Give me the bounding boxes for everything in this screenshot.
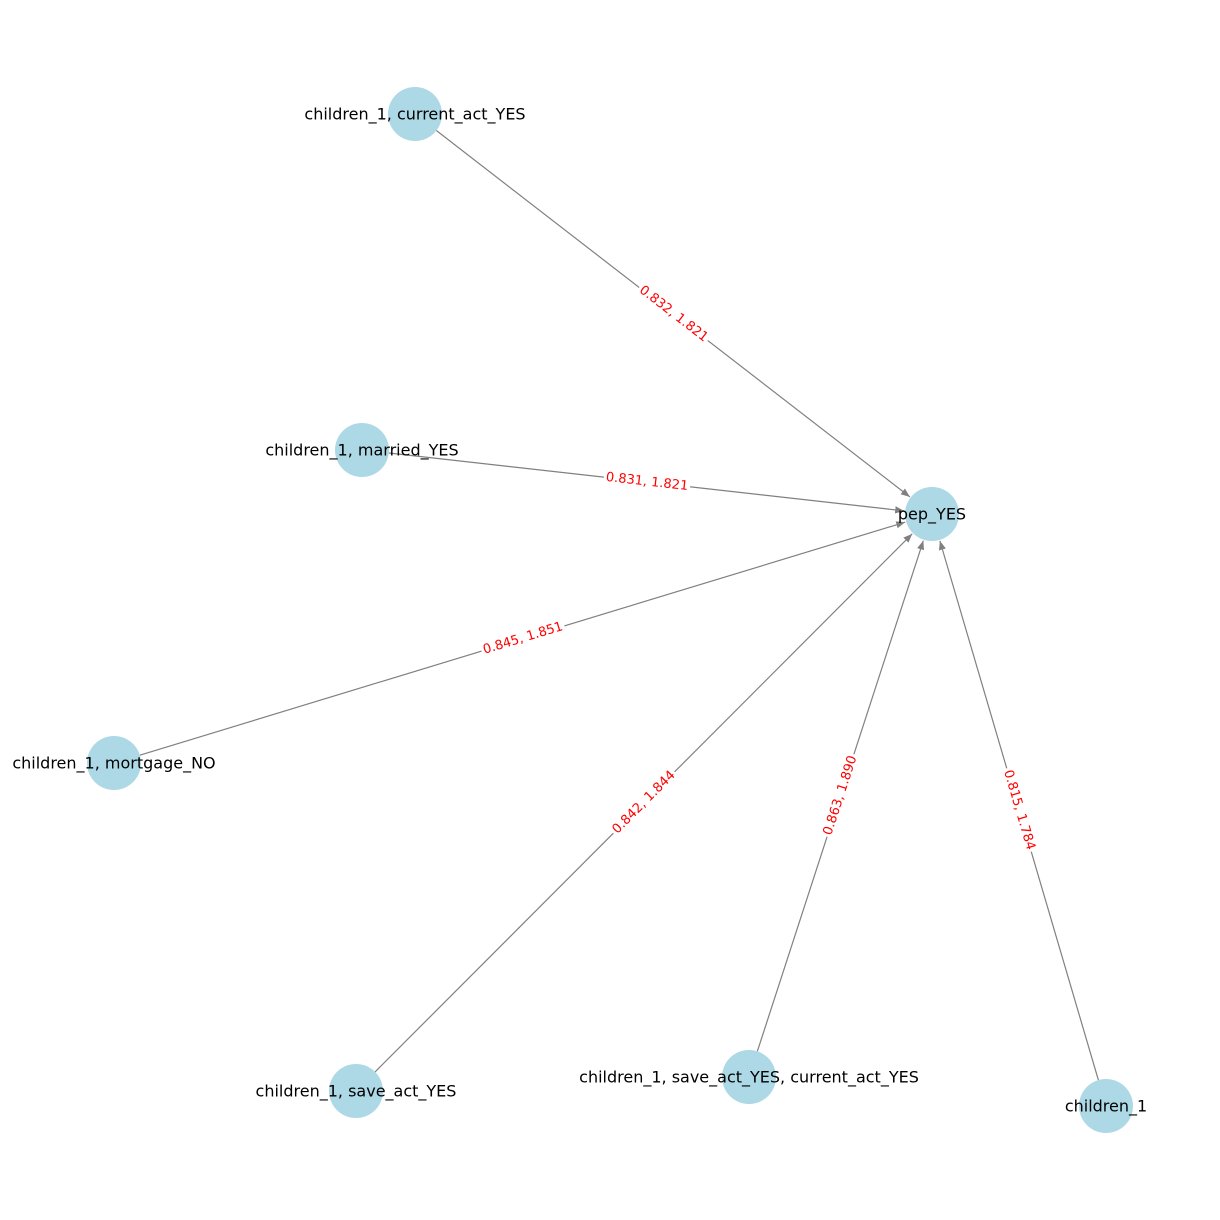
edge-label: 0.845, 1.851 bbox=[481, 619, 564, 657]
node-label: children_1, save_act_YES, current_act_YE… bbox=[579, 1068, 919, 1088]
edge-label: 0.832, 1.821 bbox=[636, 283, 711, 345]
node-label: children_1, save_act_YES bbox=[256, 1082, 457, 1102]
edge-label-group: 0.842, 1.844 bbox=[607, 765, 681, 840]
edge-label-group: 0.845, 1.851 bbox=[479, 617, 567, 660]
node-label: children_1 bbox=[1065, 1097, 1147, 1117]
edge-labels-layer: 0.832, 1.821 0.831, 1.821 0.845, 1.851 0.84… bbox=[479, 280, 1040, 854]
edge-label-group: 0.863, 1.890 bbox=[819, 751, 862, 840]
edge-label-background bbox=[479, 617, 567, 660]
node-circle bbox=[388, 87, 442, 141]
node-n-save-current: children_1, save_act_YES, current_act_YE… bbox=[579, 1050, 919, 1104]
node-n-save: children_1, save_act_YES bbox=[256, 1064, 457, 1118]
node-n-mortgage: children_1, mortgage_NO bbox=[12, 736, 216, 790]
node-pep-yes: pep_YES bbox=[898, 487, 966, 541]
edge-label-background bbox=[602, 468, 692, 496]
edge-label-background bbox=[607, 765, 681, 840]
node-circle bbox=[335, 423, 389, 477]
node-label: children_1, current_act_YES bbox=[304, 105, 525, 125]
edge-label: 0.863, 1.890 bbox=[821, 754, 861, 837]
node-n-current: children_1, current_act_YES bbox=[304, 87, 526, 141]
edge-label-background bbox=[819, 751, 862, 840]
node-circle bbox=[329, 1064, 383, 1118]
node-n-married: children_1, married_YES bbox=[265, 423, 459, 477]
node-label: children_1, mortgage_NO bbox=[12, 754, 215, 774]
edge-label-group: 0.831, 1.821 bbox=[602, 468, 692, 496]
node-circle bbox=[722, 1050, 776, 1104]
node-circle bbox=[905, 487, 959, 541]
edge-label-background bbox=[634, 280, 713, 348]
node-circle bbox=[1079, 1079, 1133, 1133]
edges-layer bbox=[139, 130, 1099, 1081]
edge-label-background bbox=[998, 766, 1040, 854]
edge-label-group: 0.815, 1.784 bbox=[998, 766, 1040, 854]
edge-label-group: 0.832, 1.821 bbox=[634, 280, 713, 348]
nodes-layer: pep_YES children_1, current_act_YESchildr… bbox=[12, 87, 1147, 1133]
edge-label: 0.842, 1.844 bbox=[609, 768, 678, 837]
node-circle bbox=[87, 736, 141, 790]
node-label: children_1, married_YES bbox=[265, 441, 458, 461]
node-n-children: children_1 bbox=[1065, 1079, 1147, 1133]
node-label: pep_YES bbox=[898, 505, 966, 525]
